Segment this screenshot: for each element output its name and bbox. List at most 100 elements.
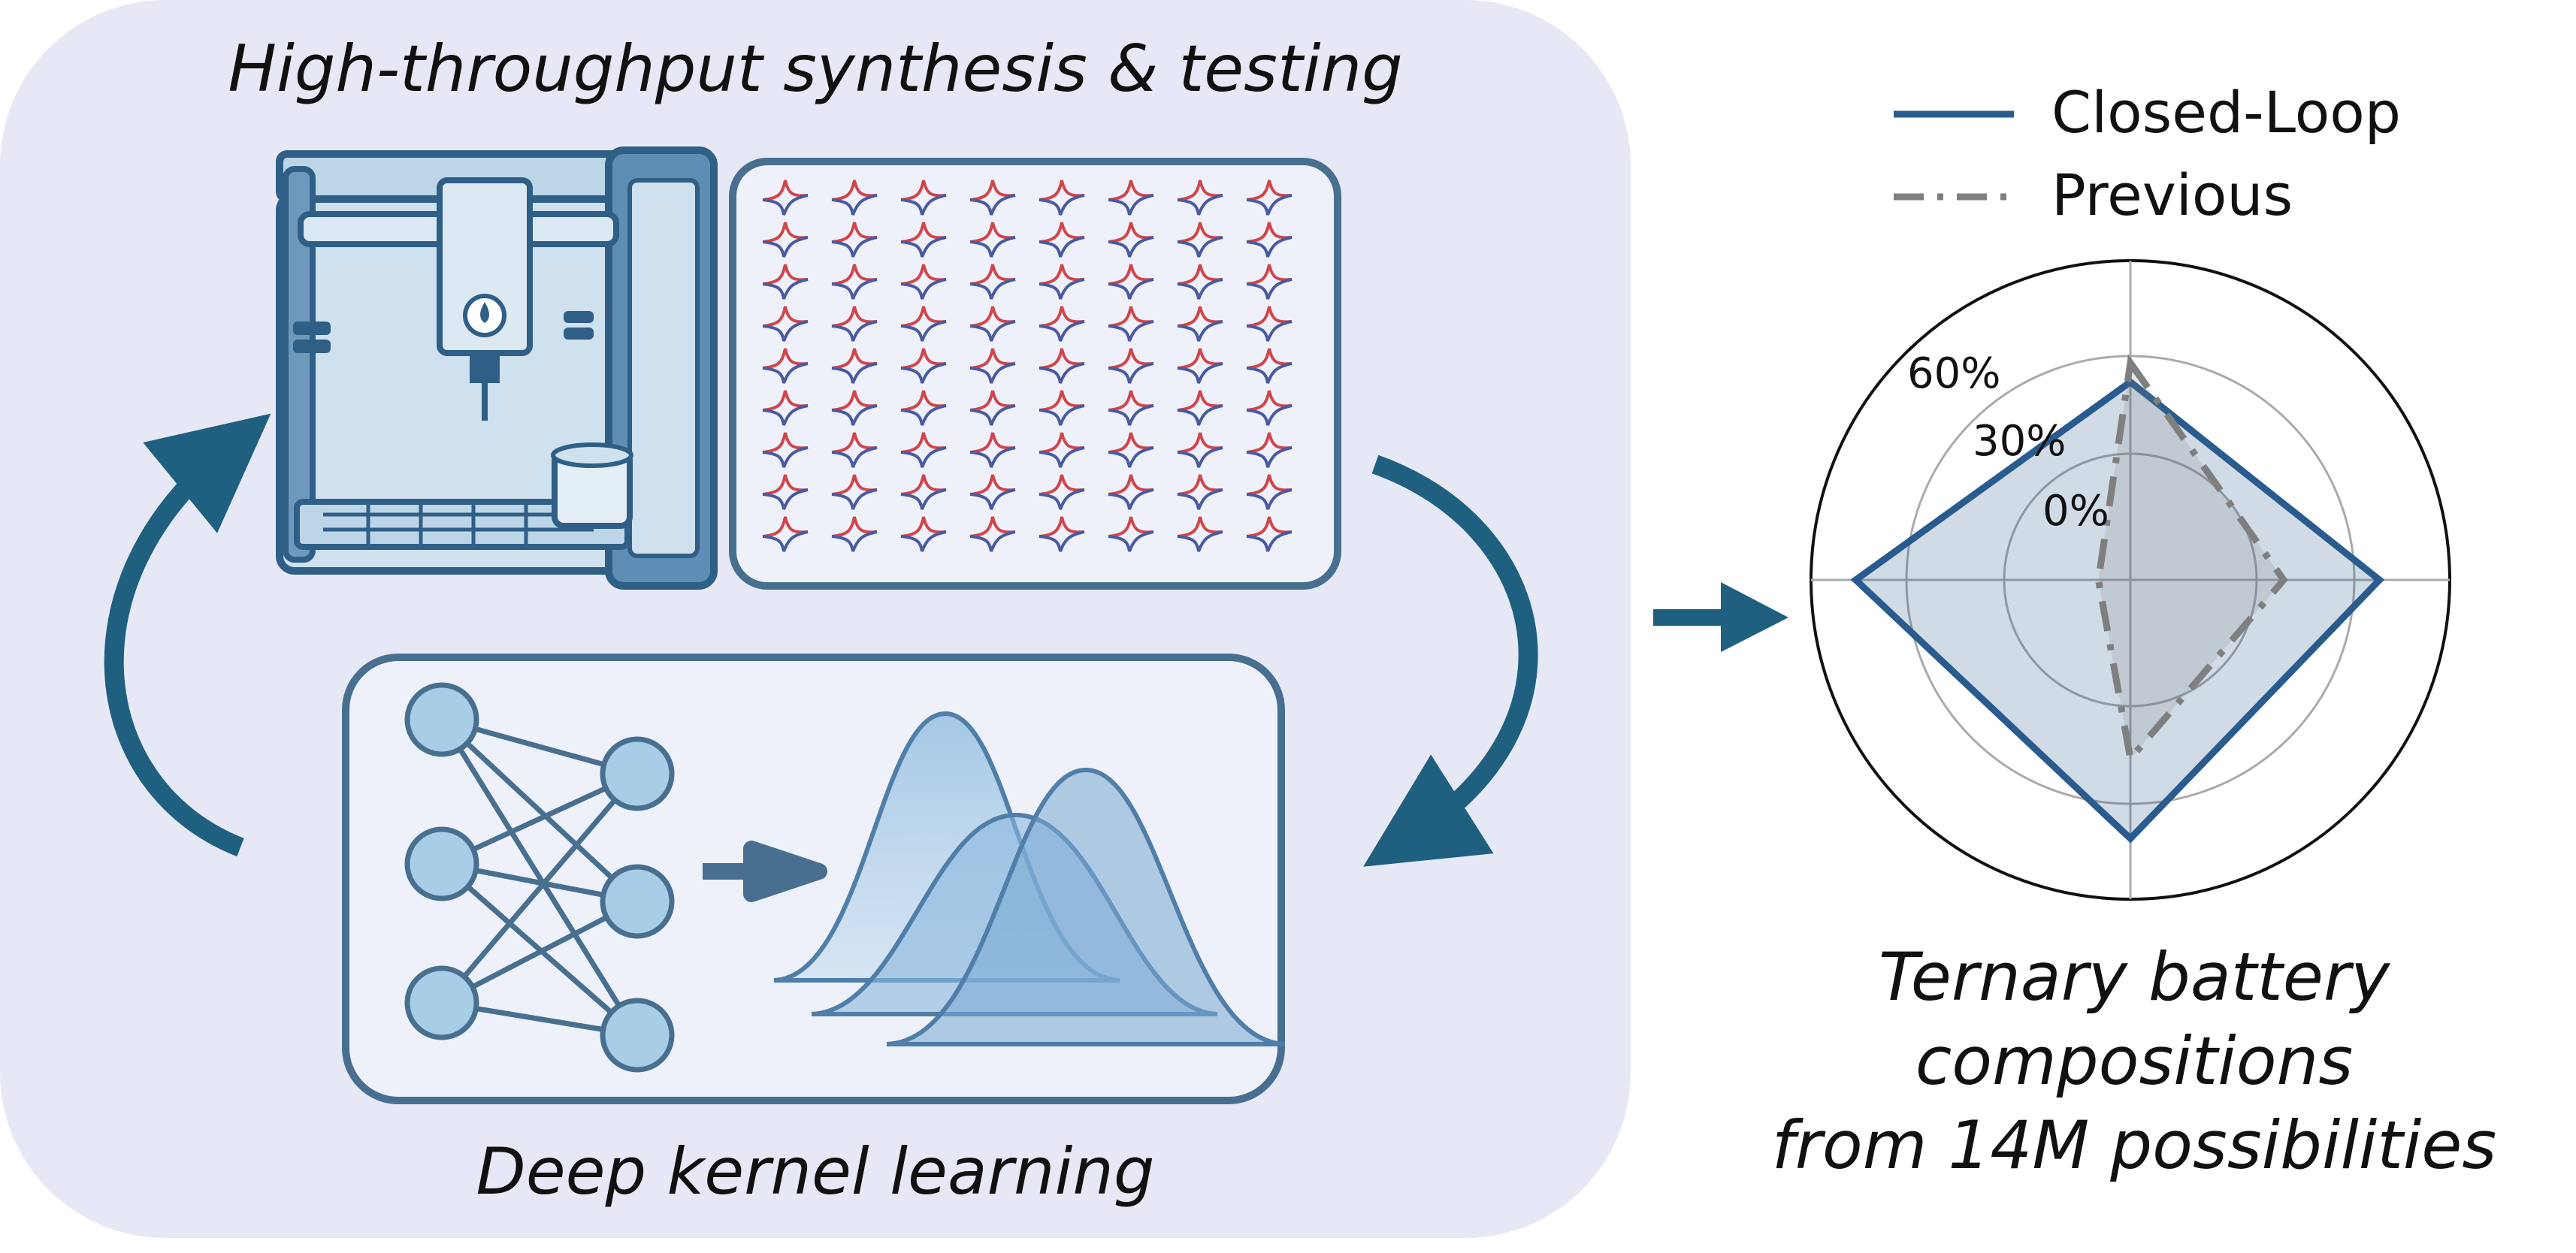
cv-curve-reduction — [1039, 236, 1085, 258]
cv-curve-reduction — [1108, 194, 1154, 216]
cv-curve-oxidation — [1108, 432, 1154, 454]
cv-curve-reduction — [900, 362, 947, 384]
cv-curve-reduction — [831, 320, 878, 342]
cv-curve-oxidation — [1246, 432, 1293, 454]
cv-curve-oxidation — [1039, 264, 1085, 285]
cv-curve-oxidation — [831, 180, 878, 201]
cv-curve-oxidation — [1108, 474, 1154, 496]
legend-previous-label: Previous — [2051, 162, 2293, 228]
cv-curve-oxidation — [831, 474, 878, 496]
cv-curve-oxidation — [1177, 180, 1223, 201]
cv-curve-oxidation — [831, 264, 878, 285]
cv-curve-reduction — [900, 446, 947, 468]
cv-curve-oxidation — [831, 432, 878, 454]
cv-curve-oxidation — [1177, 222, 1223, 243]
cv-curve-oxidation — [1039, 348, 1085, 370]
cv-curve-oxidation — [1246, 222, 1293, 243]
cv-curve-reduction — [1246, 236, 1293, 258]
cv-curve-oxidation — [831, 390, 878, 412]
cv-curve-reduction — [1039, 530, 1085, 552]
cv-curve-reduction — [1177, 362, 1223, 384]
cv-curve-oxidation — [1177, 516, 1223, 538]
cv-curve-oxidation — [1246, 516, 1293, 538]
radial-tick-60: 60% — [1907, 349, 2001, 398]
top-label: High-throughput synthesis & testing — [228, 32, 1403, 107]
radial-tick-0: 0% — [2042, 487, 2109, 536]
radar-chart — [1810, 259, 2451, 901]
cv-curve-oxidation — [1108, 516, 1154, 538]
cv-curve-oxidation — [1108, 306, 1154, 328]
cv-curve-oxidation — [969, 222, 1016, 243]
cv-curve-reduction — [900, 404, 947, 426]
cv-curve-reduction — [762, 362, 809, 384]
nn-to-gp-arrow-icon — [703, 841, 827, 902]
cv-curve-reduction — [969, 362, 1016, 384]
cv-curve-reduction — [1039, 446, 1085, 468]
cv-curve-reduction — [900, 194, 947, 216]
cv-curve-oxidation — [762, 390, 809, 412]
cv-curve-oxidation — [900, 180, 947, 201]
cv-curve-reduction — [831, 278, 878, 300]
cv-curve-oxidation — [900, 222, 947, 243]
cv-curve-reduction — [1177, 278, 1223, 300]
radial-tick-30: 30% — [1973, 417, 2067, 466]
cv-curve-reduction — [762, 446, 809, 468]
cv-curve-oxidation — [762, 516, 809, 538]
series-closed-loop — [1850, 377, 2385, 844]
cv-curve-oxidation — [900, 348, 947, 370]
cv-curve-reduction — [831, 446, 878, 468]
cv-curve-reduction — [1177, 404, 1223, 426]
cv-curve-reduction — [1246, 530, 1293, 552]
cv-curve-reduction — [1108, 446, 1154, 468]
cv-curve-reduction — [900, 236, 947, 258]
cv-curve-reduction — [1039, 320, 1085, 342]
liquid-handling-robot-icon — [276, 146, 718, 590]
cv-curve-reduction — [831, 404, 878, 426]
cv-curve-reduction — [762, 530, 809, 552]
neural-network-icon — [404, 682, 675, 1073]
legend-closed-loop-label: Closed-Loop — [2051, 79, 2401, 146]
cv-curve-reduction — [900, 488, 947, 510]
cv-curve-reduction — [969, 530, 1016, 552]
cv-curve-oxidation — [762, 348, 809, 370]
cv-curve-oxidation — [1246, 306, 1293, 328]
cv-curve-reduction — [831, 236, 878, 258]
cv-curve-oxidation — [762, 306, 809, 328]
cv-curve-oxidation — [900, 432, 947, 454]
cv-curve-oxidation — [900, 516, 947, 538]
cv-curve-oxidation — [969, 432, 1016, 454]
cv-curve-reduction — [900, 530, 947, 552]
cv-curve-oxidation — [1177, 264, 1223, 285]
cv-curve-reduction — [762, 278, 809, 300]
cv-curve-reduction — [1246, 488, 1293, 510]
cv-curve-reduction — [1246, 278, 1293, 300]
cv-curve-oxidation — [1039, 222, 1085, 243]
cv-curve-reduction — [900, 278, 947, 300]
cv-curve-reduction — [762, 194, 809, 216]
cv-curve-oxidation — [831, 222, 878, 243]
cv-curve-reduction — [1246, 194, 1293, 216]
cv-curve-reduction — [1108, 488, 1154, 510]
cv-curve-reduction — [831, 194, 878, 216]
cv-curve-oxidation — [1108, 222, 1154, 243]
cv-curve-oxidation — [762, 222, 809, 243]
cv-curve-reduction — [969, 488, 1016, 510]
cv-curve-oxidation — [1108, 264, 1154, 285]
cv-curve-reduction — [831, 488, 878, 510]
cv-curve-reduction — [969, 236, 1016, 258]
cv-curve-oxidation — [1039, 516, 1085, 538]
cv-curve-oxidation — [1108, 348, 1154, 370]
cv-curve-reduction — [1246, 404, 1293, 426]
cv-curve-reduction — [1177, 320, 1223, 342]
cv-curve-oxidation — [831, 348, 878, 370]
cv-curve-oxidation — [1177, 348, 1223, 370]
cv-curve-reduction — [1246, 320, 1293, 342]
cv-curve-oxidation — [1108, 390, 1154, 412]
cv-curve-oxidation — [831, 306, 878, 328]
cv-curve-reduction — [969, 194, 1016, 216]
to-results-arrow-icon — [1721, 582, 1788, 652]
cv-curve-reduction — [1039, 278, 1085, 300]
cv-curve-oxidation — [900, 306, 947, 328]
cv-curve-reduction — [1246, 446, 1293, 468]
cv-curve-reduction — [762, 488, 809, 510]
